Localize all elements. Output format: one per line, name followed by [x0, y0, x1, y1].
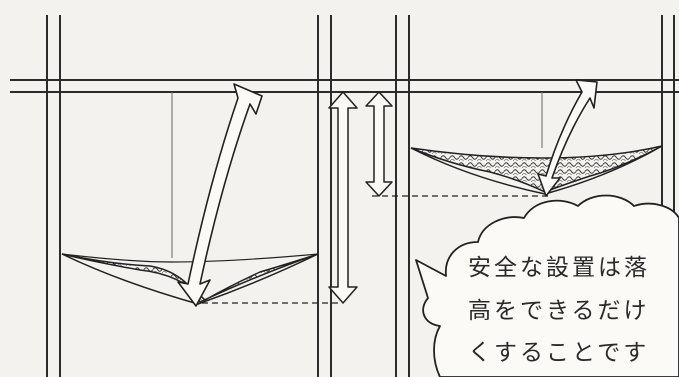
- double-headed-arrow-icon: [365, 91, 393, 197]
- column-left: [46, 15, 61, 377]
- curved-arrow-down-icon: [177, 83, 263, 307]
- double-headed-arrow-icon: [328, 91, 358, 304]
- caption-line-1: 安全な設置は落: [468, 255, 650, 281]
- speech-bubble: [415, 194, 679, 377]
- safety-net-right: [410, 145, 663, 195]
- caption-line-2: 高をできるだけ: [468, 298, 650, 324]
- caption-line-3: くすることです: [468, 340, 650, 366]
- curved-arrow-down-icon: [537, 79, 598, 197]
- column-center: [317, 15, 332, 377]
- top-beam: [10, 79, 679, 93]
